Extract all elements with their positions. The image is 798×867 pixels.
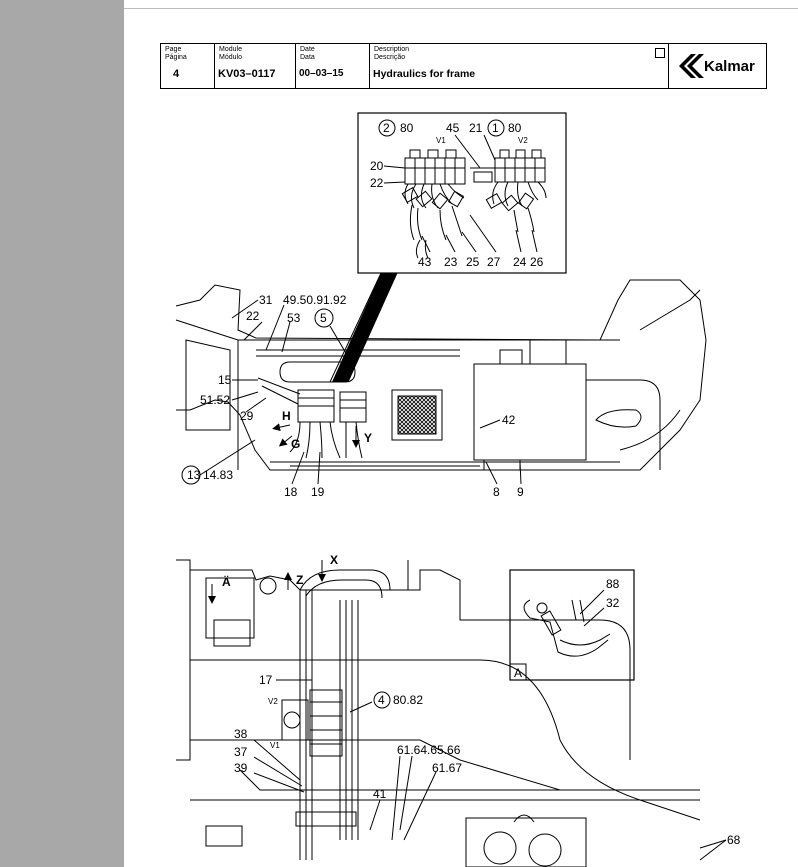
label-v2: V2 (518, 136, 528, 145)
label-8: 8 (493, 485, 500, 499)
label-22: 22 (370, 176, 384, 190)
label-32: 32 (606, 596, 620, 610)
label-88: 88 (606, 577, 620, 591)
label-26: 26 (530, 255, 544, 269)
page-cell: Page Página 4 (161, 44, 215, 88)
label-14-83: 14.83 (203, 468, 233, 482)
title-block: Page Página 4 Module Módulo KV03–0117 Da… (160, 43, 767, 89)
label-41: 41 (373, 787, 387, 801)
arrow-label-y: Y (364, 431, 372, 445)
label-9: 9 (517, 485, 524, 499)
description-label: Description Descrição (374, 46, 410, 61)
label-29: 29 (240, 409, 254, 423)
module-cell: Module Módulo KV03–0117 (215, 44, 296, 88)
page-number: 4 (173, 68, 180, 80)
label-17: 17 (259, 673, 273, 687)
date-label: Date Data (300, 46, 315, 61)
callout-5: 5 (320, 311, 327, 325)
label-31: 31 (259, 293, 273, 307)
label-53: 53 (287, 311, 301, 325)
label-49-50-91-92: 49.50.91.92 (283, 293, 347, 307)
label-20: 20 (370, 159, 384, 173)
callout-4: 4 (378, 693, 385, 707)
arrow-label-x: X (330, 553, 338, 567)
label-15: 15 (218, 373, 232, 387)
oil-cooler (391, 389, 443, 441)
label-v1-plan: V1 (270, 741, 280, 750)
date-cell: Date Data 00–03–15 (296, 44, 370, 88)
label-43: 43 (418, 255, 432, 269)
detail-a-tag: A (514, 666, 522, 680)
description-value: Hydraulics for frame (373, 68, 476, 80)
label-61-67: 61.67 (432, 761, 462, 775)
callout-13: 13 (187, 468, 201, 482)
top-rule (124, 8, 798, 9)
callout-1: 1 (492, 121, 499, 135)
valve-block-v2 (470, 149, 547, 233)
page-label: Page Página (165, 46, 187, 61)
module-code: KV03–0117 (218, 68, 276, 80)
detail-a (509, 569, 635, 681)
label-42: 42 (502, 413, 516, 427)
label-21: 21 (469, 121, 483, 135)
label-68: 68 (727, 833, 741, 847)
label-v1: V1 (436, 136, 446, 145)
label-39: 39 (234, 761, 248, 775)
label-22-side: 22 (246, 309, 260, 323)
description-cell: Description Descrição Hydraulics for fra… (370, 44, 669, 88)
side-view (175, 279, 707, 485)
arrow-label-h: H (282, 409, 291, 423)
arrow-label-ae: Ä (222, 574, 231, 589)
label-23: 23 (444, 255, 458, 269)
kalmar-logo: Kalmar (675, 48, 765, 84)
arrow-label-z: Z (296, 573, 303, 587)
left-margin-band (0, 0, 124, 867)
logo-text: Kalmar (704, 58, 755, 75)
valve-detail (329, 112, 567, 383)
module-label: Module Módulo (219, 46, 242, 61)
label-45: 45 (446, 121, 460, 135)
label-18: 18 (284, 485, 298, 499)
checkbox-icon (655, 48, 665, 58)
label-v2-plan: V2 (268, 697, 278, 706)
label-38: 38 (234, 727, 248, 741)
arrow-label-g: G (291, 437, 300, 451)
label-51-52: 51.52 (200, 393, 230, 407)
label-19: 19 (311, 485, 325, 499)
label-24: 24 (513, 255, 527, 269)
plan-view (176, 559, 727, 867)
label-80-a: 80 (400, 121, 414, 135)
date-value: 00–03–15 (299, 68, 344, 79)
hydraulic-tank (473, 339, 587, 470)
label-80-b: 80 (508, 121, 522, 135)
label-37: 37 (234, 745, 248, 759)
label-27: 27 (487, 255, 501, 269)
valve-block-v1 (401, 149, 466, 241)
label-61-64-65-66: 61.64.65.66 (397, 743, 461, 757)
label-80-82: 80.82 (393, 693, 423, 707)
callout-2: 2 (383, 121, 390, 135)
label-25: 25 (466, 255, 480, 269)
